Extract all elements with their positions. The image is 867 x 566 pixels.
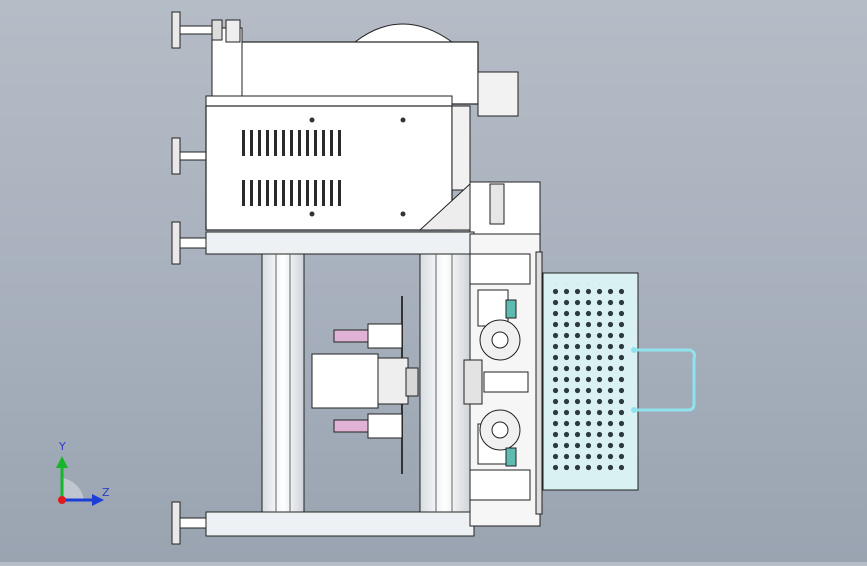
- aluminium-frame: [205, 231, 475, 537]
- mesh-guard: [542, 272, 639, 491]
- guard-handle: [636, 348, 696, 412]
- pneumatic-cylinders: [311, 323, 419, 439]
- roller-module: [463, 233, 543, 527]
- axis-label-y: Y: [59, 440, 66, 453]
- axis-label-z: Z: [102, 486, 110, 499]
- control-box: [205, 95, 471, 231]
- axis-triad: [56, 456, 104, 506]
- side-bracket: [469, 181, 541, 235]
- leveling-feet: [171, 11, 223, 545]
